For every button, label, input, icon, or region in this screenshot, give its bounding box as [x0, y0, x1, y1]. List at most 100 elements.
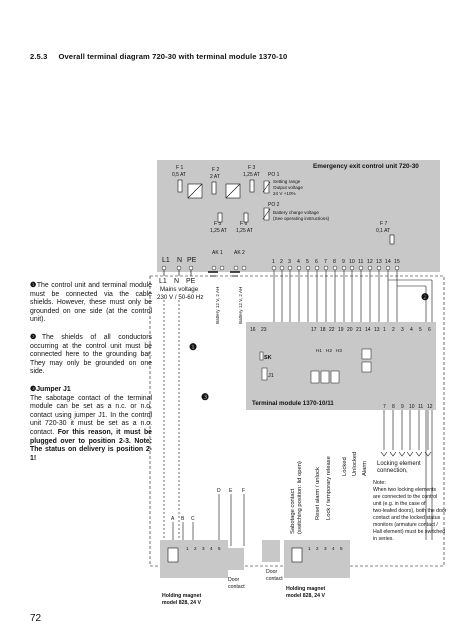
tm-terminal: 5 — [419, 327, 422, 333]
tm-terminal: 12 — [427, 404, 433, 410]
alarm-label: Alarm — [362, 461, 368, 476]
fuse-label: F 7 — [380, 221, 387, 227]
terminal-label: D — [217, 488, 221, 494]
note-1: ❶The control unit and terminal module mu… — [30, 282, 152, 324]
section-title: Overall terminal diagram 720-30 with ter… — [58, 52, 288, 61]
arrow-icon — [380, 451, 432, 457]
tm-terminal: 6 — [428, 327, 431, 333]
note-title: Note: — [373, 480, 386, 486]
sabotage-label: (switching position: lid open) — [297, 461, 303, 534]
led-labels: H1 H2 H3 — [316, 348, 342, 353]
tm-terminal: 10 — [409, 404, 415, 410]
control-unit-title: Emergency exit control unit 720-30 — [313, 163, 419, 170]
terminal-number: 11 — [358, 259, 363, 265]
section-heading: 2.5.3 Overall terminal diagram 720-30 wi… — [30, 52, 287, 61]
lock-label: Lock / temporary release — [326, 456, 332, 520]
magnet-coil-icon — [167, 547, 179, 563]
potentiometer-icon — [262, 180, 271, 194]
tm-terminal-row: 16 23 17 18 22 19 20 21 14 13 1 2 3 4 5 … — [250, 327, 431, 333]
potentiometer-icon — [262, 207, 271, 221]
note-line: unit (e.g. in the case of — [373, 501, 426, 507]
tm-terminal: 3 — [401, 327, 404, 333]
section-number: 2.5.3 — [30, 52, 48, 61]
terminal-number: 13 — [376, 259, 382, 265]
magnet-terminal: 3 — [324, 546, 327, 551]
fuse-label: F 6 — [240, 221, 247, 227]
fuse-icon — [243, 212, 249, 223]
fuse-icon — [249, 179, 255, 193]
fuse-rating: 0,5 AT — [172, 172, 186, 178]
magnet-terminals: 1 2 3 4 5 — [308, 546, 343, 551]
fuse-icon — [211, 181, 217, 195]
j1-label: J1 — [268, 373, 274, 379]
terminal-module-title: Terminal module 1370-10/11 — [252, 400, 334, 407]
magnet-terminal: 1 — [308, 546, 311, 551]
note-line: in series. — [373, 536, 394, 542]
note-line: are connected to the control — [373, 494, 437, 500]
terminal-number: 2 — [280, 259, 283, 265]
marker-3: ❸ — [201, 392, 209, 402]
magnet-terminal: 1 — [186, 546, 189, 551]
fuse-label: F 5 — [214, 221, 221, 227]
side-notes: ❶The control unit and terminal module mu… — [30, 282, 152, 472]
po1-text: Setting range — [273, 179, 301, 184]
function-labels: Sabotage contact (switching position: li… — [290, 452, 368, 534]
battery-label: Battery 12 V, 2 AH — [238, 287, 243, 324]
tm-terminal: 14 — [365, 327, 371, 333]
abc-labels: A B C D E F — [171, 488, 245, 522]
door-contact-label: contact — [228, 584, 245, 590]
mains-n: N — [174, 278, 179, 285]
mains-voltage: Mains voltage — [160, 286, 199, 293]
battery-icon: Battery 12 V, 2 AH — [230, 271, 243, 324]
po1-label: PO 1 — [268, 172, 280, 178]
marker-1: ❶ — [189, 342, 197, 352]
note-2: ❷The shields of all conductors occurring… — [30, 333, 152, 376]
terminal-label: E — [229, 488, 233, 494]
door-contact-label: contact — [266, 576, 283, 582]
door-contact-box — [226, 548, 244, 570]
holding-magnet-label: Holding magnet — [286, 586, 325, 592]
note-line: two-leafed doors), both the door — [373, 508, 447, 514]
magnet-terminal: 5 — [340, 546, 343, 551]
sabotage-label: Sabotage contact — [290, 488, 296, 534]
sk-label: SK — [264, 355, 272, 361]
terminal-number: 3 — [288, 259, 291, 265]
locking-element-label: Locking element — [377, 461, 421, 467]
terminal-number: 6 — [315, 259, 318, 265]
h-label: H1 — [316, 348, 322, 353]
tm-terminal: 11 — [418, 404, 423, 410]
terminal-pe: PE — [187, 257, 197, 264]
terminal-number-row: 1 2 3 4 5 6 7 8 9 10 11 12 13 14 15 — [272, 259, 400, 265]
po2-text: Battery charge voltage — [273, 210, 319, 215]
door-contact-label: Door — [228, 577, 240, 583]
magnet-coil-icon — [291, 547, 303, 563]
fuse-rating: 2 AT — [210, 174, 220, 180]
page-number: 72 — [30, 613, 42, 624]
control-unit-box — [157, 160, 440, 246]
terminal-module-box — [246, 322, 436, 410]
fuse-label: F 2 — [212, 167, 219, 173]
fuse-label: F 1 — [176, 165, 183, 171]
battery-label: Battery 12 V, 2 AH — [215, 287, 220, 324]
magnet-terminal: 4 — [210, 546, 213, 551]
tm-terminal: 23 — [261, 327, 267, 333]
note-line: When two locking elements — [373, 487, 437, 493]
mains-l1: L1 — [159, 278, 167, 285]
unlocked-label: Unlocked — [352, 452, 358, 476]
terminal-number: 12 — [367, 259, 373, 265]
h-label: H3 — [336, 348, 342, 353]
terminal-label: B — [181, 516, 185, 522]
holding-magnet-label: model 828, 24 V — [286, 593, 325, 599]
fuse-rating: 1,25 AT — [236, 228, 253, 234]
door-contact-label: Door — [266, 569, 278, 575]
fuse-rating: 0,1 AT — [376, 228, 390, 234]
po1-text: Output voltage — [273, 185, 303, 190]
tm-terminal: 16 — [250, 327, 256, 333]
fuse-rating: 1,25 AT — [210, 228, 227, 234]
po2-text: (See operating instructions) — [273, 216, 330, 221]
tm-terminal: 1 — [383, 327, 386, 333]
ak2-label: AK 2 — [234, 250, 245, 256]
battery-icon: Battery 12 V, 2 AH — [208, 271, 220, 324]
